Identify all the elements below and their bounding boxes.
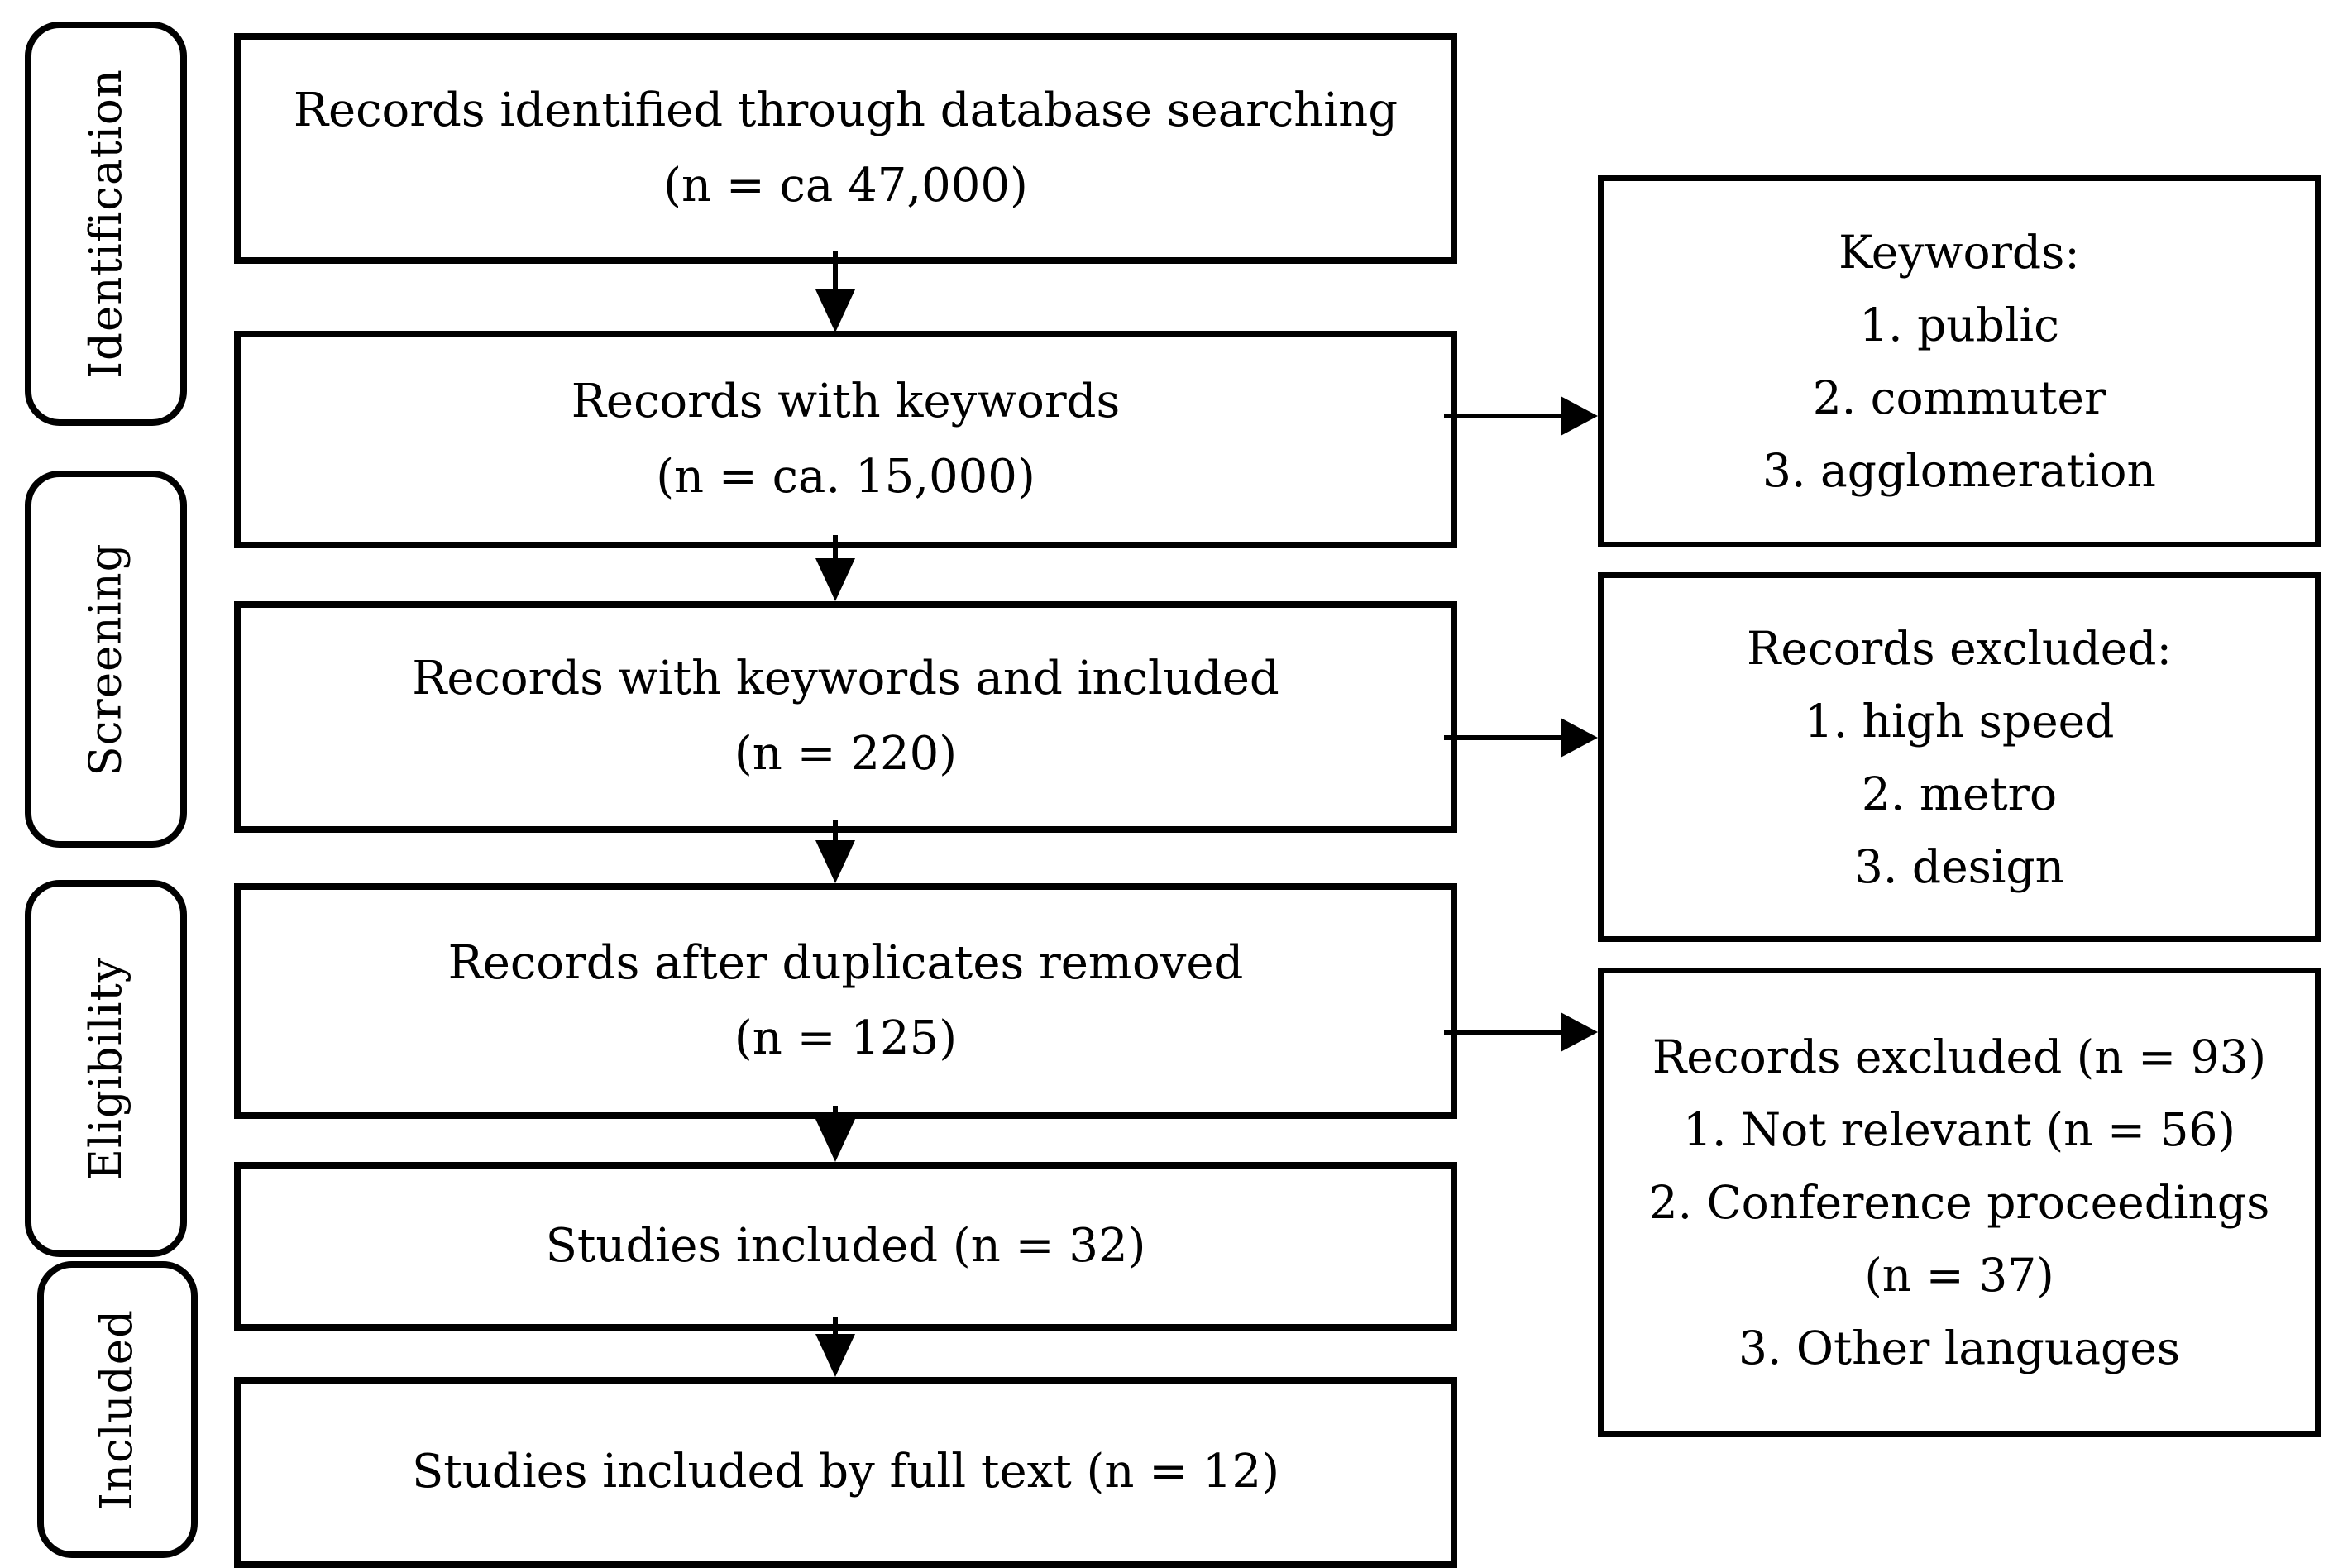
box-line: 3. design xyxy=(1853,839,2065,893)
arrow-right-icon xyxy=(1561,718,1598,758)
arrow-stem xyxy=(833,820,838,844)
arrow-down-3 xyxy=(815,820,855,883)
box-line: 3. agglomeration xyxy=(1762,444,2156,497)
box-line: Records identified through database sear… xyxy=(293,83,1399,137)
side-box-keywords: Keywords: 1. public 2. commuter 3. agglo… xyxy=(1598,175,2321,547)
arrow-stem xyxy=(1444,414,1563,418)
flow-box-records-with-keywords: Records with keywords (n = ca. 15,000) xyxy=(234,331,1457,548)
arrow-right-icon xyxy=(1561,396,1598,436)
box-line: 1. high speed xyxy=(1804,694,2115,748)
stage-label-text: Included xyxy=(92,1308,143,1511)
box-line: Records excluded (n = 93) xyxy=(1652,1030,2267,1083)
stage-label-eligibility: Eligibility xyxy=(25,880,187,1257)
arrow-down-icon xyxy=(815,558,855,601)
side-box-records-excluded-screening: Records excluded: 1. high speed 2. metro… xyxy=(1598,572,2321,942)
arrow-down-1 xyxy=(815,251,855,332)
box-line: (n = 220) xyxy=(734,727,958,781)
arrow-stem xyxy=(1444,1030,1563,1035)
arrow-right-2 xyxy=(1444,718,1598,758)
flow-box-records-identified: Records identified through database sear… xyxy=(234,33,1457,264)
box-line: (n = 37) xyxy=(1864,1248,2054,1302)
arrow-down-icon xyxy=(815,289,855,332)
arrow-down-4 xyxy=(815,1106,855,1162)
flow-box-keywords-and-included: Records with keywords and included (n = … xyxy=(234,601,1457,833)
box-line: 3. Other languages xyxy=(1738,1321,2181,1374)
flow-box-studies-included: Studies included (n = 32) xyxy=(234,1162,1457,1331)
box-line: (n = 125) xyxy=(734,1011,958,1065)
arrow-stem xyxy=(833,251,838,293)
side-box-records-excluded-eligibility: Records excluded (n = 93) 1. Not relevan… xyxy=(1598,968,2321,1437)
arrow-stem xyxy=(1444,735,1563,740)
box-line: 2. Conference proceedings xyxy=(1648,1175,2270,1229)
arrow-down-icon xyxy=(815,1119,855,1162)
arrow-stem xyxy=(833,1106,838,1122)
arrow-stem xyxy=(833,535,838,562)
arrow-right-icon xyxy=(1561,1012,1598,1052)
arrow-right-1 xyxy=(1444,396,1598,436)
box-line: (n = ca. 15,000) xyxy=(656,449,1035,504)
box-line: (n = ca 47,000) xyxy=(663,158,1028,213)
box-line: 2. metro xyxy=(1861,767,2058,820)
flow-box-duplicates-removed: Records after duplicates removed (n = 12… xyxy=(234,883,1457,1119)
arrow-down-5 xyxy=(815,1317,855,1377)
arrow-down-icon xyxy=(815,1334,855,1377)
box-line: Records with keywords xyxy=(571,374,1121,428)
arrow-down-icon xyxy=(815,840,855,883)
stage-label-identification: Identification xyxy=(25,22,187,426)
box-line: Studies included (n = 32) xyxy=(545,1218,1146,1273)
stage-label-text: Identification xyxy=(80,69,131,379)
stage-label-screening: Screening xyxy=(25,471,187,848)
box-line: Studies included by full text (n = 12) xyxy=(411,1445,1280,1499)
stage-label-text: Screening xyxy=(80,542,131,777)
flow-box-studies-included-full-text: Studies included by full text (n = 12) xyxy=(234,1377,1457,1568)
arrow-right-3 xyxy=(1444,1012,1598,1052)
arrow-stem xyxy=(833,1317,838,1337)
box-line: 1. public xyxy=(1859,299,2059,351)
stage-label-text: Eligibility xyxy=(80,956,131,1181)
box-line: 1. Not relevant (n = 56) xyxy=(1682,1102,2235,1156)
arrow-down-2 xyxy=(815,535,855,601)
box-line: Records excluded: xyxy=(1747,621,2172,675)
stage-label-included: Included xyxy=(37,1261,198,1558)
box-line: 2. commuter xyxy=(1812,371,2106,424)
box-line: Records with keywords and included xyxy=(412,652,1279,706)
box-line: Keywords: xyxy=(1839,226,2080,279)
box-line: Records after duplicates removed xyxy=(447,935,1244,990)
